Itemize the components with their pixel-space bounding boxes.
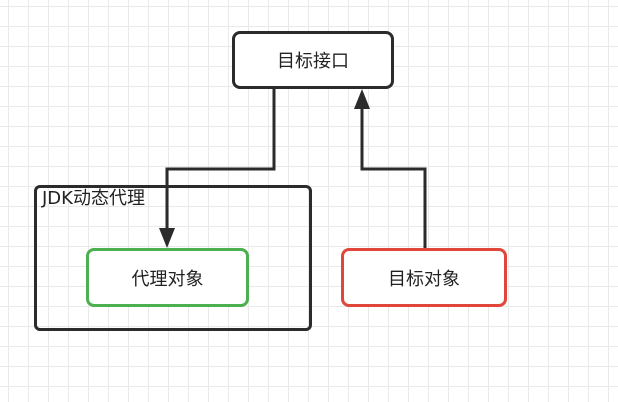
edge-interface-to-proxy <box>165 89 276 229</box>
jdk-proxy-group-label: JDK动态代理 <box>42 188 145 209</box>
proxy-object-label: 代理对象 <box>131 268 204 290</box>
edge-target-to-interface <box>360 108 427 248</box>
jdk-proxy-group[interactable] <box>34 185 312 331</box>
target-object-node[interactable]: 目标对象 <box>341 248 507 307</box>
target-interface-node[interactable]: 目标接口 <box>232 31 394 89</box>
arrowhead-up-icon <box>354 89 370 109</box>
arrowhead-down-icon <box>159 228 175 248</box>
target-interface-label: 目标接口 <box>277 51 349 72</box>
proxy-object-node[interactable]: 代理对象 <box>86 248 249 307</box>
target-object-label: 目标对象 <box>388 268 460 290</box>
